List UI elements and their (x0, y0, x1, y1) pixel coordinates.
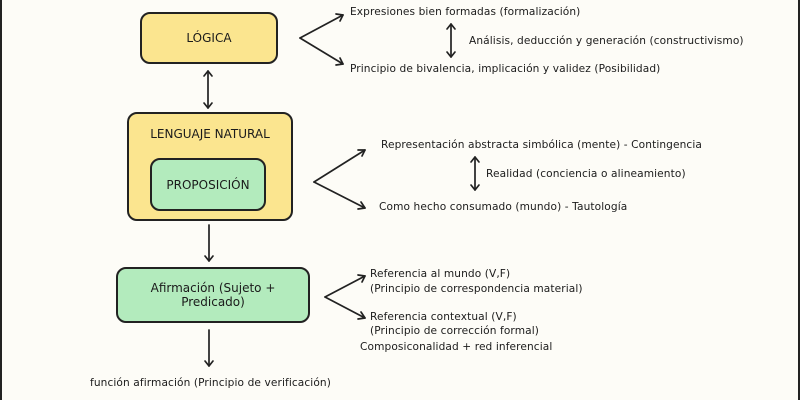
logica-fork-up-arrow (299, 14, 344, 39)
afirmacion-note-ref-mundo: Referencia al mundo (V,F) (370, 268, 511, 280)
logica-note-top: Expresiones bien formadas (formalización… (350, 6, 581, 18)
logica-fork-down-arrowhead (335, 57, 344, 66)
afirmacion-note-ref-contextual: Referencia contextual (V,F) (370, 311, 517, 323)
proposicion-note-bottom: Como hecho consumado (mundo) - Tautologí… (379, 201, 628, 213)
afirmacion-fork-up-arrow (324, 275, 366, 298)
proposicion-note-top: Representación abstracta simbólica (ment… (381, 139, 702, 151)
proposicion-fork-up-arrow (313, 149, 366, 183)
logica-note-bottom: Principio de bivalencia, implicación y v… (350, 63, 661, 75)
logica-fork-down-arrow (299, 37, 344, 65)
logica-box[interactable]: LÓGICA (140, 12, 278, 64)
proposicion-box[interactable]: PROPOSICIÓN (150, 158, 266, 211)
logica-note-middle: Análisis, deducción y generación (constr… (469, 35, 744, 47)
afirmacion-label: Afirmación (Sujeto + Predicado) (150, 281, 276, 309)
logica-label: LÓGICA (186, 31, 232, 45)
left-border-line (0, 0, 2, 400)
right-border-line (798, 0, 800, 400)
afirmacion-note-composicionalidad: Composiconalidad + red inferencial (360, 341, 553, 353)
proposicion-note-middle: Realidad (conciencia o alineamiento) (486, 168, 686, 180)
afirmacion-box[interactable]: Afirmación (Sujeto + Predicado) (116, 267, 310, 323)
proposicion-fork-down-arrow (313, 181, 366, 209)
afirmacion-note-correccion: (Principio de corrección formal) (370, 325, 539, 337)
afirmacion-note-correspondencia: (Principio de correspondencia material) (370, 283, 583, 295)
funcion-afirmacion-text: función afirmación (Principio de verific… (90, 377, 331, 389)
afirmacion-fork-down-arrow (324, 296, 366, 319)
logica-fork-up-arrowhead (335, 13, 344, 22)
lenguaje-natural-label: LENGUAJE NATURAL (150, 127, 270, 141)
proposicion-label: PROPOSICIÓN (166, 177, 250, 192)
